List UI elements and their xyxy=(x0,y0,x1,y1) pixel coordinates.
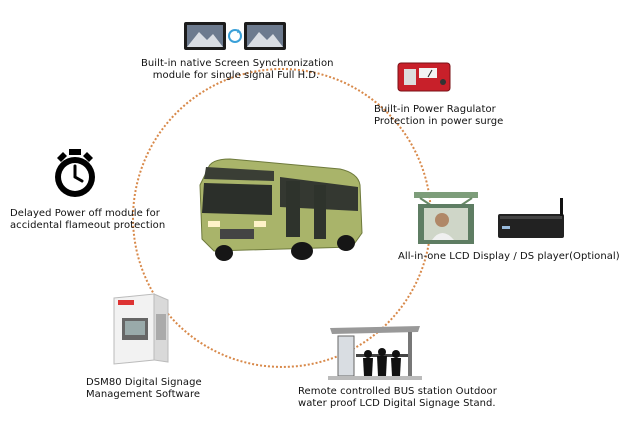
software-box-icon xyxy=(110,290,172,366)
stopwatch-icon xyxy=(52,148,98,200)
bus-icon xyxy=(190,155,368,265)
regulator-caption-line1: Built-in Power Ragulator xyxy=(374,104,496,115)
power-regulator-box-icon xyxy=(397,62,451,92)
dual-screen-sync-icon xyxy=(183,20,287,52)
delay-caption-line1: Delayed Power off module for xyxy=(10,208,160,219)
stand-caption: Remote controlled BUS station Outdoor wa… xyxy=(298,386,497,410)
lcd-display-and-player-icon xyxy=(410,190,572,246)
display-caption: All-in-one LCD Display / DS player(Optio… xyxy=(398,251,620,263)
regulator-caption-line2: Protection in power surge xyxy=(374,116,504,127)
stand-caption-line2: water proof LCD Digital Signage Stand. xyxy=(298,398,496,409)
stand-caption-line1: Remote controlled BUS station Outdoor xyxy=(298,386,497,397)
sync-caption-line2: module for single signal Full H.D. xyxy=(152,70,320,81)
sync-caption-line1: Built-in native Screen Synchronization xyxy=(141,58,334,69)
software-caption: DSM80 Digital Signage Management Softwar… xyxy=(86,377,202,401)
software-caption-line2: Management Software xyxy=(86,389,201,400)
sync-caption: Built-in native Screen Synchronization m… xyxy=(141,58,334,82)
regulator-caption: Built-in Power Ragulator Protection in p… xyxy=(374,104,503,128)
delay-caption-line2: accidental flameout protection xyxy=(10,220,166,231)
display-caption-line1: All-in-one LCD Display / DS player(Optio… xyxy=(398,251,620,262)
software-caption-line1: DSM80 Digital Signage xyxy=(86,377,202,388)
delay-caption: Delayed Power off module for accidental … xyxy=(10,208,165,232)
bus-stop-shelter-icon xyxy=(328,320,422,382)
